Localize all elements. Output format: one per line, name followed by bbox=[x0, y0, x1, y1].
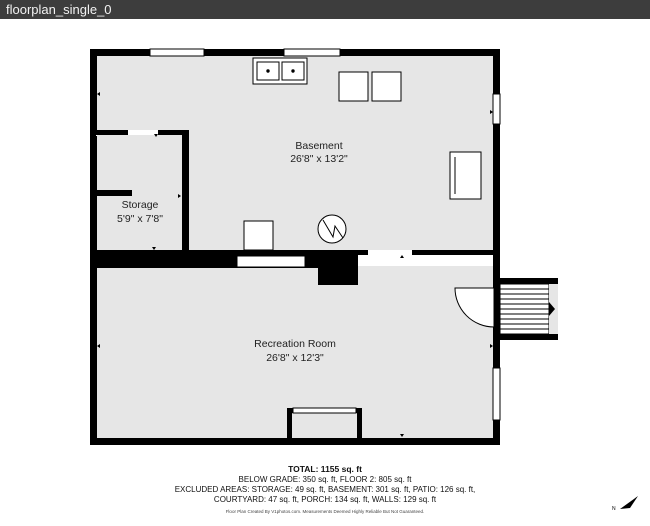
stairs-icon bbox=[494, 278, 558, 340]
north-arrow-icon: N bbox=[612, 496, 638, 512]
storage-name: Storage bbox=[122, 199, 159, 211]
basement-floor bbox=[96, 55, 494, 255]
window-title: floorplan_single_0 bbox=[0, 0, 650, 19]
utility-box-icon bbox=[243, 220, 274, 251]
windows bbox=[149, 48, 501, 421]
floorplan-drawing: Basement 26'8" x 13'2" Storage 5'9" x 7'… bbox=[90, 48, 638, 512]
cabinet-icon bbox=[449, 151, 482, 200]
appliance-icon bbox=[338, 71, 402, 102]
basement-name: Basement bbox=[295, 140, 342, 152]
storage-dims: 5'9" x 7'8" bbox=[117, 213, 163, 225]
water-heater-icon bbox=[317, 214, 347, 244]
compass-label: N bbox=[612, 506, 616, 512]
basement-dims: 26'8" x 13'2" bbox=[290, 153, 348, 165]
area-breakdown-3: COURTYARD: 47 sq. ft, PORCH: 134 sq. ft,… bbox=[213, 495, 437, 504]
dimension-ticks bbox=[97, 92, 493, 437]
credits-note: Floor Plan Created By V1photos.com. Meas… bbox=[225, 509, 425, 514]
area-breakdown-1: BELOW GRADE: 350 sq. ft, FLOOR 2: 805 sq… bbox=[238, 475, 412, 484]
door-openings bbox=[96, 130, 412, 255]
door-swing-icon bbox=[454, 287, 495, 328]
recreation-dims: 26'8" x 12'3" bbox=[266, 352, 324, 364]
sink-icon bbox=[252, 57, 308, 85]
area-breakdown-2: EXCLUDED AREAS: STORAGE: 49 sq. ft, BASE… bbox=[174, 485, 476, 494]
recreation-name: Recreation Room bbox=[254, 338, 336, 350]
total-area: TOTAL: 1155 sq. ft bbox=[288, 464, 362, 474]
